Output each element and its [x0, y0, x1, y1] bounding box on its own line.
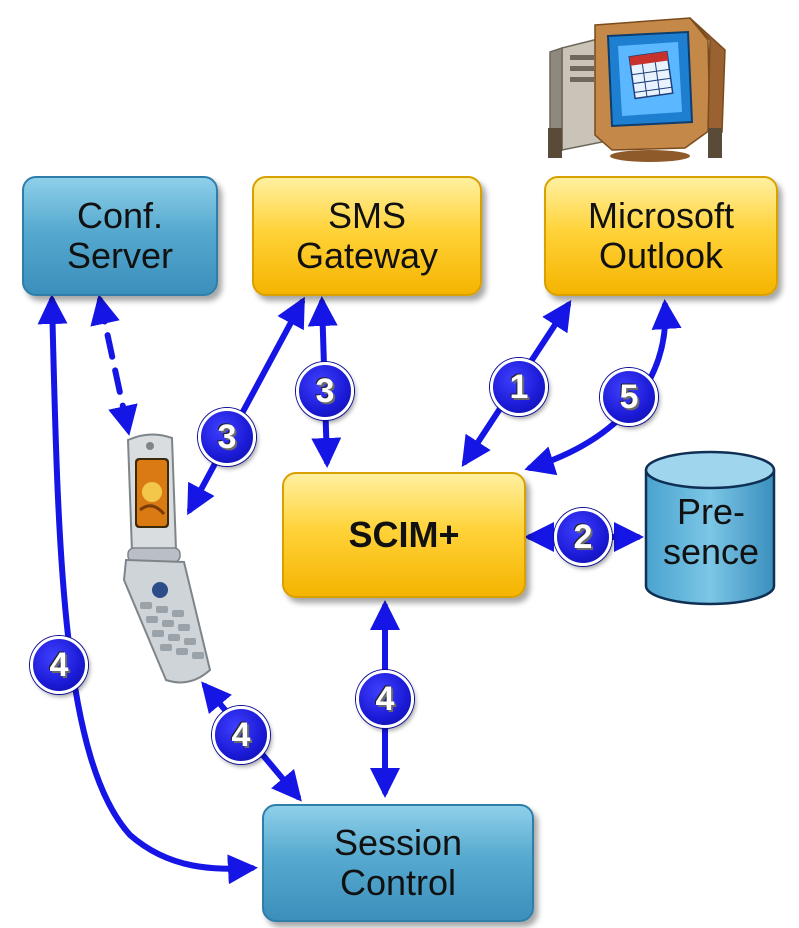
presence-line1: Pre-	[676, 491, 745, 532]
desktop-computer-icon	[548, 17, 726, 162]
conf-server-line2: Server	[66, 235, 174, 276]
step-badge-3-phone: 3	[198, 408, 256, 466]
conf-server-line1: Conf.	[76, 194, 164, 236]
step-badge-4-phone: 4	[212, 706, 270, 764]
flip-phone-icon	[122, 433, 212, 684]
presence-line2: sence	[662, 531, 760, 573]
microsoft-outlook-line2: Outlook	[598, 235, 724, 276]
step-badge-5: 5	[600, 368, 658, 426]
sms-gateway-line1: SMS	[327, 194, 406, 236]
presence-cylinder	[644, 450, 776, 606]
session-control-line1: Session	[333, 821, 463, 863]
step-badge-2: 2	[554, 508, 612, 566]
sms-gateway-box: SMS Gateway	[252, 176, 482, 296]
session-control-line2: Control	[339, 862, 457, 903]
scim-box: SCIM+	[282, 472, 526, 598]
arrow-conf-phone	[90, 294, 138, 436]
microsoft-outlook-line1: Microsoft	[587, 194, 735, 236]
step-badge-4-scim: 4	[356, 670, 414, 728]
scim-label: SCIM+	[348, 513, 460, 555]
conf-server-box: Conf. Server	[22, 176, 218, 296]
microsoft-outlook-box: Microsoft Outlook	[544, 176, 778, 296]
arrow-conf-session	[37, 294, 258, 885]
presence-label: Pre- sence	[646, 491, 776, 573]
sms-gateway-line2: Gateway	[295, 235, 439, 276]
session-control-box: Session Control	[262, 804, 534, 922]
step-badge-4-left: 4	[30, 636, 88, 694]
step-badge-1: 1	[490, 358, 548, 416]
step-badge-3-scim: 3	[296, 362, 354, 420]
